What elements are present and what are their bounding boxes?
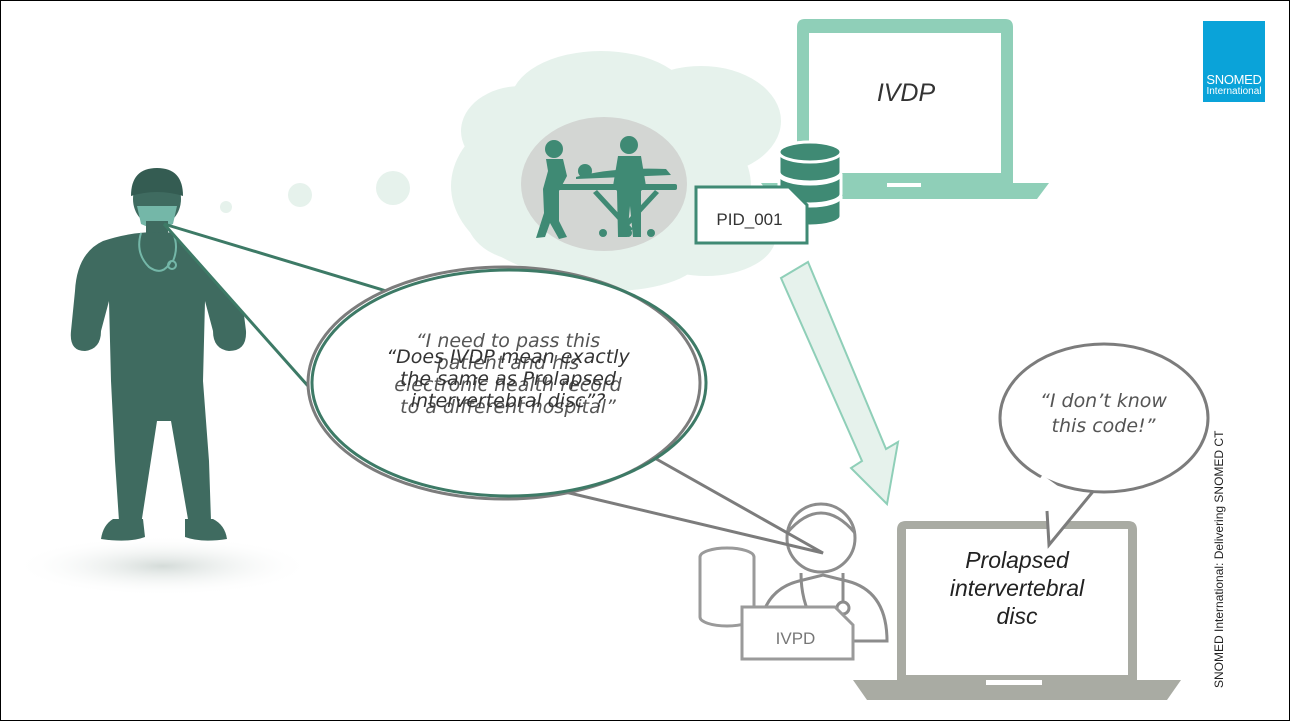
ivpd-label: IVPD (775, 629, 816, 648)
screen-line-2: intervertebral (949, 575, 1085, 601)
clinician-silhouette (70, 168, 247, 541)
logo-line-2: International (1206, 86, 1262, 97)
thought-dot-small (220, 201, 232, 213)
bubble-a-line-3: electronic health record (394, 374, 622, 396)
patient-transfer-scene (521, 117, 687, 251)
transfer-arrow (779, 260, 900, 507)
bubble-left-text-a: “I need to pass this patient and his ele… (353, 330, 663, 418)
bubble-right-line-1: “I don’t know (1040, 390, 1167, 412)
laptop-bottom (853, 521, 1181, 700)
pid-label: PID_001 (716, 210, 783, 229)
logo-line-1: SNOMED (1206, 72, 1262, 87)
pid-tag (694, 185, 809, 245)
bubble-b-line-3: intervertebral disc”? (410, 390, 606, 412)
thought-dot-large (376, 171, 410, 205)
speech-bubble-right (998, 342, 1210, 549)
snomed-logo: SNOMED International (1203, 21, 1265, 102)
bubble-left-text-b: “Does IVDP mean exactly the same as Prol… (353, 346, 663, 412)
bubble-right-line-2: this code!” (1051, 415, 1156, 437)
screen-line-3: disc (996, 603, 1038, 629)
ivpd-tag (740, 605, 855, 661)
laptop-top-screen-text: IVDP (876, 79, 936, 107)
bubble-a-line-1: “I need to pass this (415, 330, 601, 352)
bubble-a-line-2: patient and his (436, 352, 580, 374)
laptop-bottom-screen-text: Prolapsed intervertebral disc (906, 546, 1128, 630)
speech-bubble-left (162, 222, 824, 555)
bubble-b-line-1: “Does IVDP mean exactly (386, 346, 630, 368)
screen-line-1: Prolapsed (965, 547, 1069, 573)
bubble-b-line-2: the same as Prolapsed (399, 368, 617, 390)
thought-dot-medium (288, 183, 312, 207)
sidebar-footer-text: SNOMED International: Delivering SNOMED … (1212, 430, 1226, 688)
bubble-right-text: “I don’t know this code!” (1021, 389, 1186, 439)
bubble-a-line-4: to a different hospital” (400, 396, 616, 418)
clinician-shadow (13, 536, 313, 596)
